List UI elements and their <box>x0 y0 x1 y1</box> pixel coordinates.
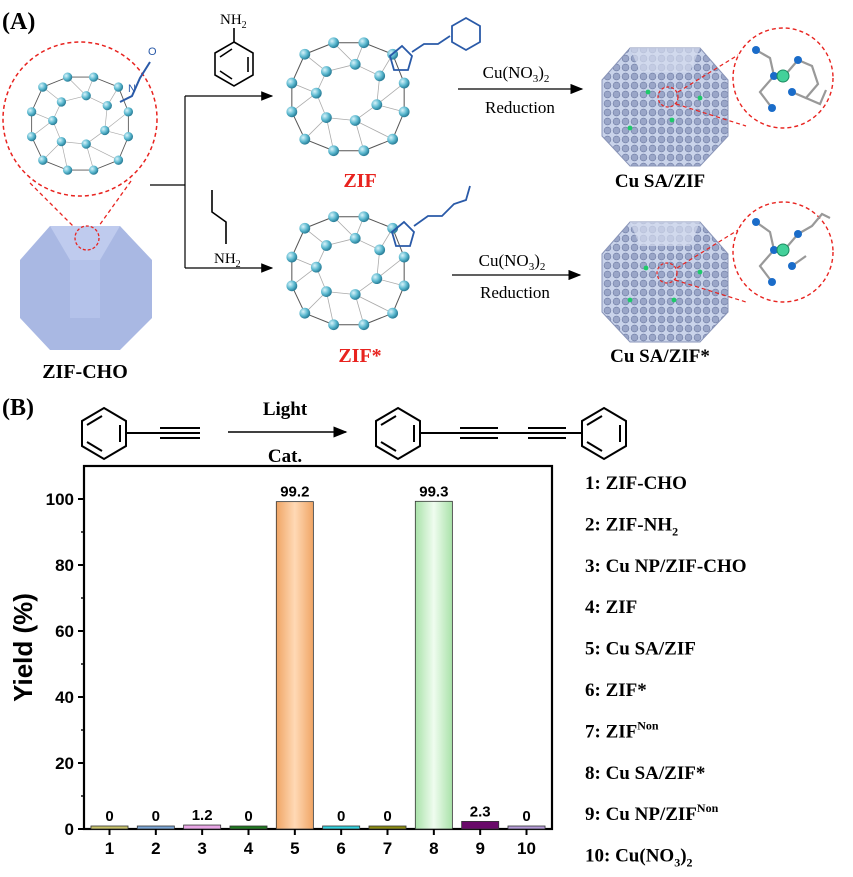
aniline-structure <box>214 28 254 87</box>
zif-cho-zoom: N O <box>2 41 158 233</box>
x-tick-label: 8 <box>429 839 438 858</box>
panel-a-label: (A) <box>2 9 35 35</box>
x-tick-label: 9 <box>475 839 484 858</box>
butylamine-structure <box>211 190 227 244</box>
legend-item: 2: ZIF-NH2 <box>585 514 678 538</box>
zif-star-label: ZIF* <box>338 345 381 367</box>
phenylacetylene-structure <box>81 406 200 461</box>
zif-linker-icon <box>388 16 481 71</box>
zif-star-cage-icon <box>286 211 410 331</box>
legend-item: 4: ZIF <box>585 597 637 618</box>
cond-bottom-reagent: Cu(NO3)2 <box>479 251 546 273</box>
branch-arrows <box>150 91 274 273</box>
legend-item: 8: Cu SA/ZIF* <box>585 763 705 784</box>
bar-4 <box>229 825 268 830</box>
x-tick-label: 3 <box>197 839 206 858</box>
legend-item: 10: Cu(NO3)2 <box>585 846 693 870</box>
y-tick-label: 60 <box>55 622 74 641</box>
legend-item: 6: ZIF* <box>585 680 647 701</box>
bar-value-label: 2.3 <box>470 803 491 820</box>
aniline-nh2-label: NH2 <box>220 12 247 31</box>
bar-value-label: 99.3 <box>419 483 448 500</box>
panel-b-label: (B) <box>2 395 34 421</box>
x-tick-label: 4 <box>244 839 254 858</box>
legend-item: 1: ZIF-CHO <box>585 473 687 494</box>
bar-10 <box>507 825 546 830</box>
y-tick-label: 20 <box>55 754 74 773</box>
bar-value-label: 0 <box>337 808 345 825</box>
cond-cat: Cat. <box>268 446 302 467</box>
x-tick-label: 6 <box>336 839 345 858</box>
cond-light: Light <box>263 399 308 420</box>
atom-n-label: N <box>128 83 136 95</box>
bar-7 <box>368 825 407 830</box>
cu-sa-zif-star-label: Cu SA/ZIF* <box>610 346 710 367</box>
x-tick-label: 2 <box>151 839 160 858</box>
diphenyldiacetylene-structure <box>375 406 627 461</box>
plot-frame <box>82 464 554 831</box>
bar-value-label: 1.2 <box>192 807 213 824</box>
butylamine-nh2-label: NH2 <box>214 251 241 270</box>
cond-top-reduction: Reduction <box>485 98 555 117</box>
bar-value-label: 99.2 <box>280 484 309 501</box>
cond-bottom-reduction: Reduction <box>480 283 550 302</box>
y-tick-label: 0 <box>65 820 74 839</box>
bar-9 <box>461 821 500 830</box>
legend-item: 9: Cu NP/ZIFNon <box>585 801 719 825</box>
bar-1 <box>90 825 129 830</box>
cu-site-zoom-bottom <box>732 201 834 303</box>
legend-item: 3: Cu NP/ZIF-CHO <box>585 556 747 577</box>
bar-2 <box>136 825 175 830</box>
bar-value-label: 0 <box>383 808 391 825</box>
y-tick-label: 100 <box>46 490 74 509</box>
y-axis-label: Yield (%) <box>8 593 38 702</box>
cu-sa-zif-label: Cu SA/ZIF <box>615 171 705 192</box>
x-tick-label: 10 <box>517 839 536 858</box>
zif-cage-icon <box>286 37 410 157</box>
y-tick-label: 40 <box>55 688 74 707</box>
x-tick-label: 1 <box>105 839 114 858</box>
bar-value-label: 0 <box>522 808 530 825</box>
x-tick-label: 7 <box>383 839 392 858</box>
bar-6 <box>322 825 361 830</box>
legend-item: 5: Cu SA/ZIF <box>585 639 696 660</box>
zif-star-linker-icon <box>390 185 471 247</box>
cu-sa-zif-crystal <box>601 47 747 167</box>
bar-5 <box>275 501 314 830</box>
zif-cho-crystal <box>20 225 152 350</box>
y-tick-label: 80 <box>55 556 74 575</box>
zif-label: ZIF <box>343 170 376 192</box>
bar-3 <box>183 824 222 830</box>
x-tick-label: 5 <box>290 839 299 858</box>
legend-item: 7: ZIFNon <box>585 718 659 742</box>
bar-value-label: 0 <box>244 808 252 825</box>
atom-o-label: O <box>148 46 157 58</box>
cond-top-reagent: Cu(NO3)2 <box>483 63 550 85</box>
bar-8 <box>414 500 453 830</box>
zif-cho-cage-icon <box>26 72 134 175</box>
bar-value-label: 0 <box>152 808 160 825</box>
catalyst-legend: 1: ZIF-CHO 2: ZIF-NH2 3: Cu NP/ZIF-CHO 4: Z… <box>585 473 747 870</box>
bar-value-label: 0 <box>105 808 113 825</box>
cu-site-zoom-top <box>732 27 834 129</box>
zif-cho-label: ZIF-CHO <box>42 361 128 383</box>
cu-sa-zif-star-crystal <box>601 221 747 343</box>
